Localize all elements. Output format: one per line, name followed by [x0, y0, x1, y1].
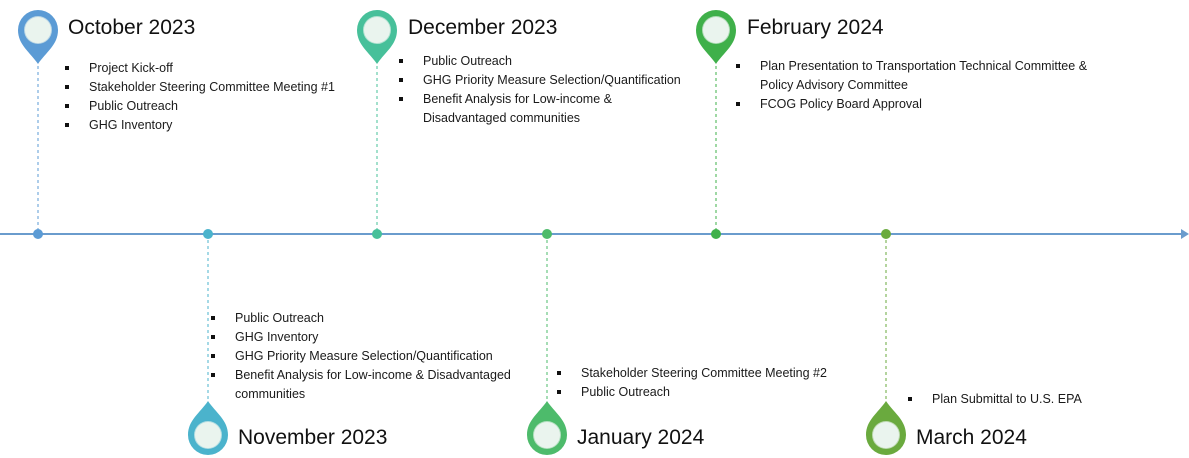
milestone-title-november-2023: November 2023 — [238, 426, 388, 449]
pin-inner-circle — [23, 15, 53, 45]
milestone-title-february-2024: February 2024 — [747, 16, 884, 39]
pin-inner-circle — [193, 420, 223, 450]
list-item: Stakeholder Steering Committee Meeting #… — [62, 78, 382, 97]
list-item: Stakeholder Steering Committee Meeting #… — [554, 364, 874, 383]
pin-inner-circle — [701, 15, 731, 45]
milestone-title-march-2024: March 2024 — [916, 426, 1027, 449]
milestone-list-october-2023: Project Kick-off Stakeholder Steering Co… — [62, 59, 382, 135]
milestone-title-october-2023: October 2023 — [68, 16, 196, 39]
pin-inner-circle — [532, 420, 562, 450]
list-item: Benefit Analysis for Low-income & Disadv… — [396, 90, 673, 128]
timeline-arrowhead — [1181, 229, 1189, 239]
milestone-list-november-2023: Public Outreach GHG Inventory GHG Priori… — [208, 309, 543, 404]
milestone-list-december-2023: Public Outreach GHG Priority Measure Sel… — [396, 52, 716, 128]
pin-inner-circle — [362, 15, 392, 45]
axis-dot-march-2024 — [881, 229, 891, 239]
milestone-list-january-2024: Stakeholder Steering Committee Meeting #… — [554, 364, 874, 402]
list-item: Project Kick-off — [62, 59, 382, 78]
axis-dot-november-2023 — [203, 229, 213, 239]
list-item: Plan Presentation to Transportation Tech… — [733, 57, 1113, 95]
milestone-list-march-2024: Plan Submittal to U.S. EPA — [905, 390, 1165, 409]
list-item: GHG Inventory — [208, 328, 543, 347]
list-item: GHG Priority Measure Selection/Quantific… — [208, 347, 543, 366]
list-item: Public Outreach — [62, 97, 382, 116]
list-item: Public Outreach — [396, 52, 716, 71]
axis-dot-october-2023 — [33, 229, 43, 239]
milestone-title-december-2023: December 2023 — [408, 16, 558, 39]
list-item: Plan Submittal to U.S. EPA — [905, 390, 1165, 409]
milestone-list-february-2024: Plan Presentation to Transportation Tech… — [733, 57, 1113, 114]
list-item: Public Outreach — [208, 309, 543, 328]
axis-dot-february-2024 — [711, 229, 721, 239]
milestone-title-january-2024: January 2024 — [577, 426, 705, 449]
pin-inner-circle — [871, 420, 901, 450]
list-item: Public Outreach — [554, 383, 874, 402]
list-item: GHG Inventory — [62, 116, 382, 135]
list-item: Benefit Analysis for Low-income & Disadv… — [208, 366, 543, 404]
axis-dot-january-2024 — [542, 229, 552, 239]
axis-dot-december-2023 — [372, 229, 382, 239]
list-item: GHG Priority Measure Selection/Quantific… — [396, 71, 716, 90]
list-item: FCOG Policy Board Approval — [733, 95, 1113, 114]
